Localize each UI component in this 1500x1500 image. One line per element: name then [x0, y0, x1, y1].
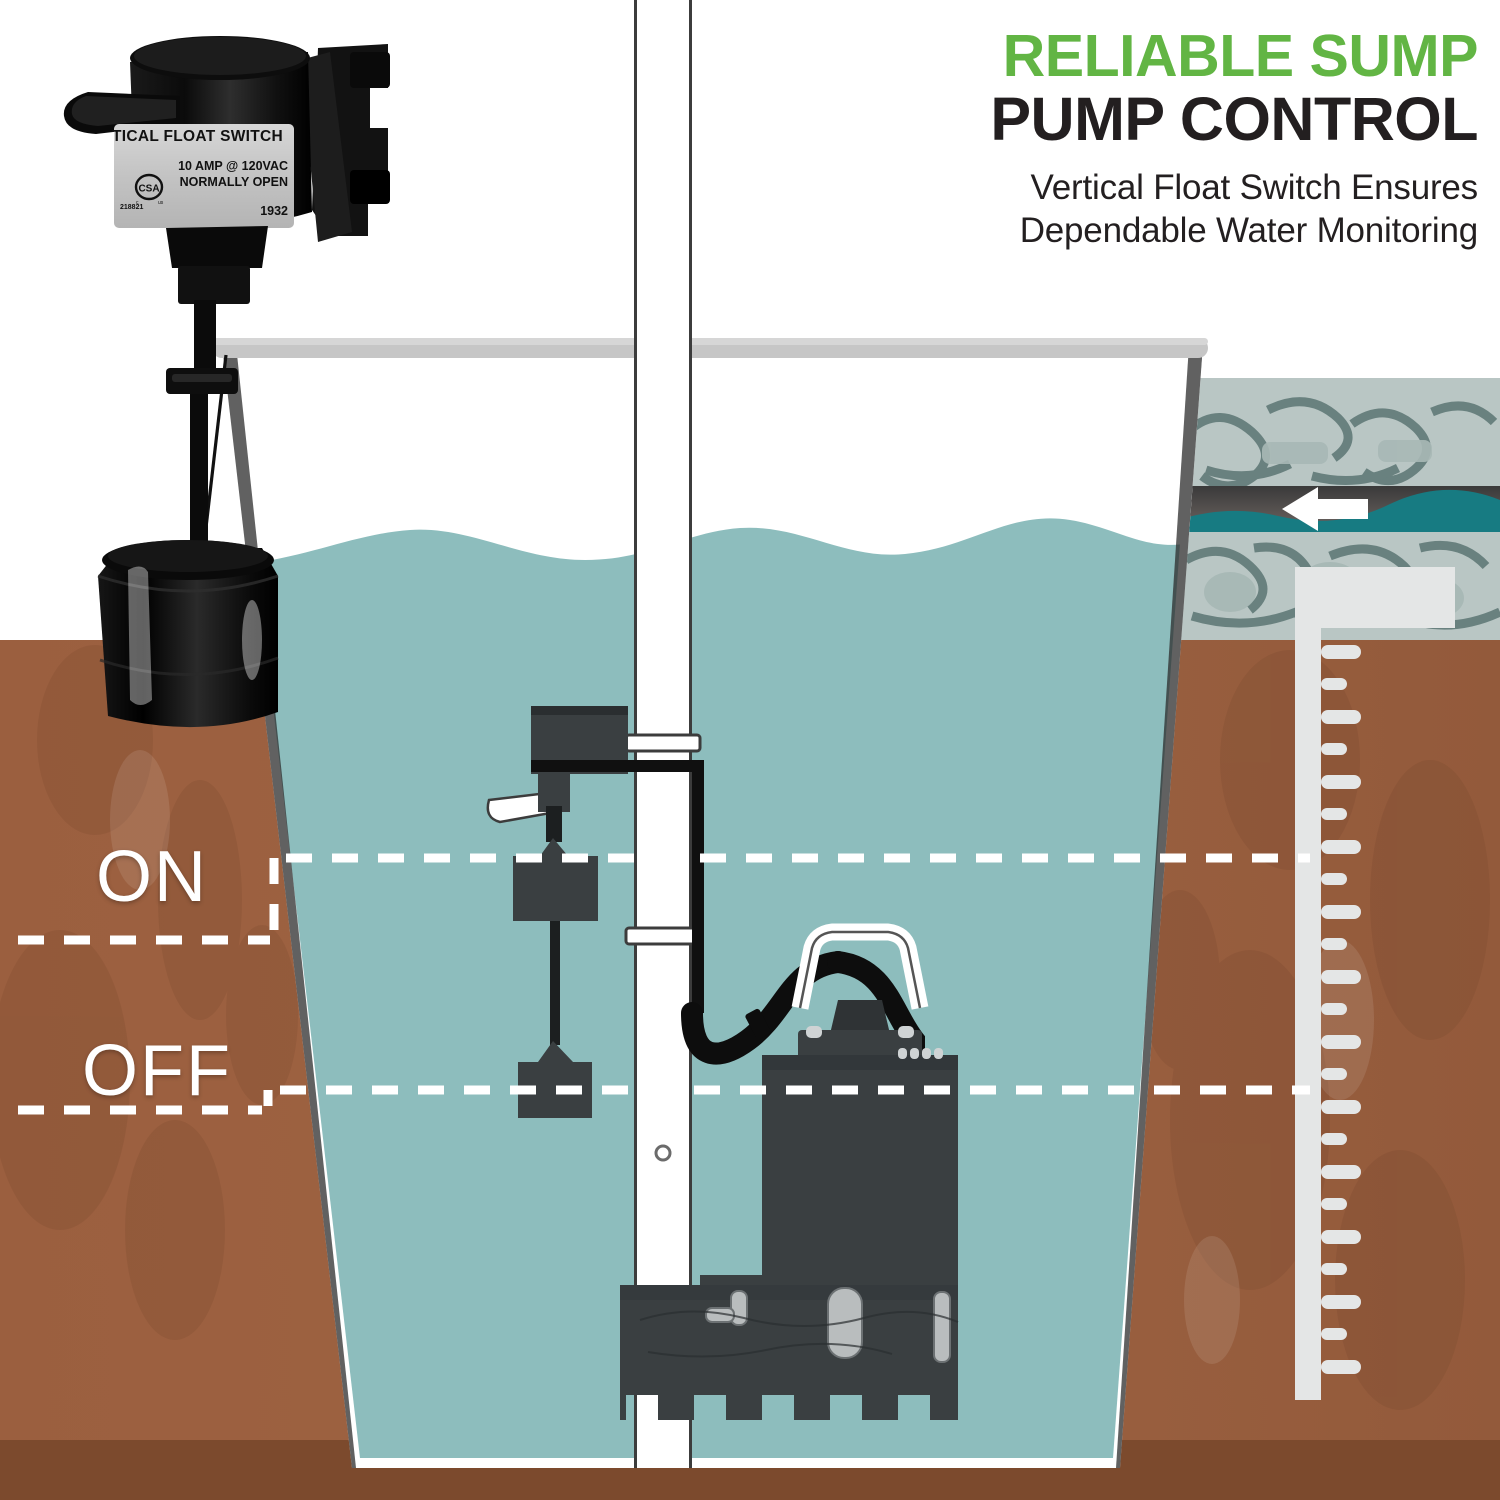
csa-sub-left: c [136, 200, 139, 206]
headline-line-1: RELIABLE SUMP [1002, 23, 1479, 89]
internal-float-switch [486, 706, 704, 1118]
product-label-title: TICAL FLOAT SWITCH [112, 128, 283, 145]
svg-text:CSA: CSA [138, 184, 159, 195]
subheadline-block: Vertical Float Switch Ensures Dependable… [838, 166, 1478, 252]
flow-arrow-left-icon [1282, 487, 1368, 531]
csa-sub-right: us [158, 200, 164, 206]
basin-lid [212, 338, 1208, 358]
subheadline-line-2: Dependable Water Monitoring [1019, 210, 1478, 250]
product-label: TICAL FLOAT SWITCH 10 AMP @ 120VAC NORMA… [112, 128, 292, 219]
product-label-model-number: 1932 [260, 204, 288, 219]
off-level-label: OFF [82, 1031, 232, 1111]
measuring-ruler [1295, 567, 1455, 1400]
product-label-file-number: 218821 [120, 204, 144, 212]
water-surface-air [222, 345, 1203, 566]
headline-block: RELIABLE SUMP PUMP CONTROL Vertical Floa… [838, 26, 1478, 252]
headline-line-2: PUMP CONTROL [990, 85, 1478, 154]
csa-certification-icon: CSA c us [134, 173, 164, 206]
discharge-pipe [624, 0, 702, 1468]
product-label-rating-2: NORMALLY OPEN [179, 174, 288, 189]
level-lines [18, 853, 1310, 1115]
on-level-label: ON [96, 837, 208, 917]
product-float-switch [63, 36, 390, 728]
drain-water [1178, 489, 1500, 532]
subheadline-line-1: Vertical Float Switch Ensures [1030, 167, 1479, 207]
product-label-rating-1: 10 AMP @ 120VAC [178, 159, 288, 173]
